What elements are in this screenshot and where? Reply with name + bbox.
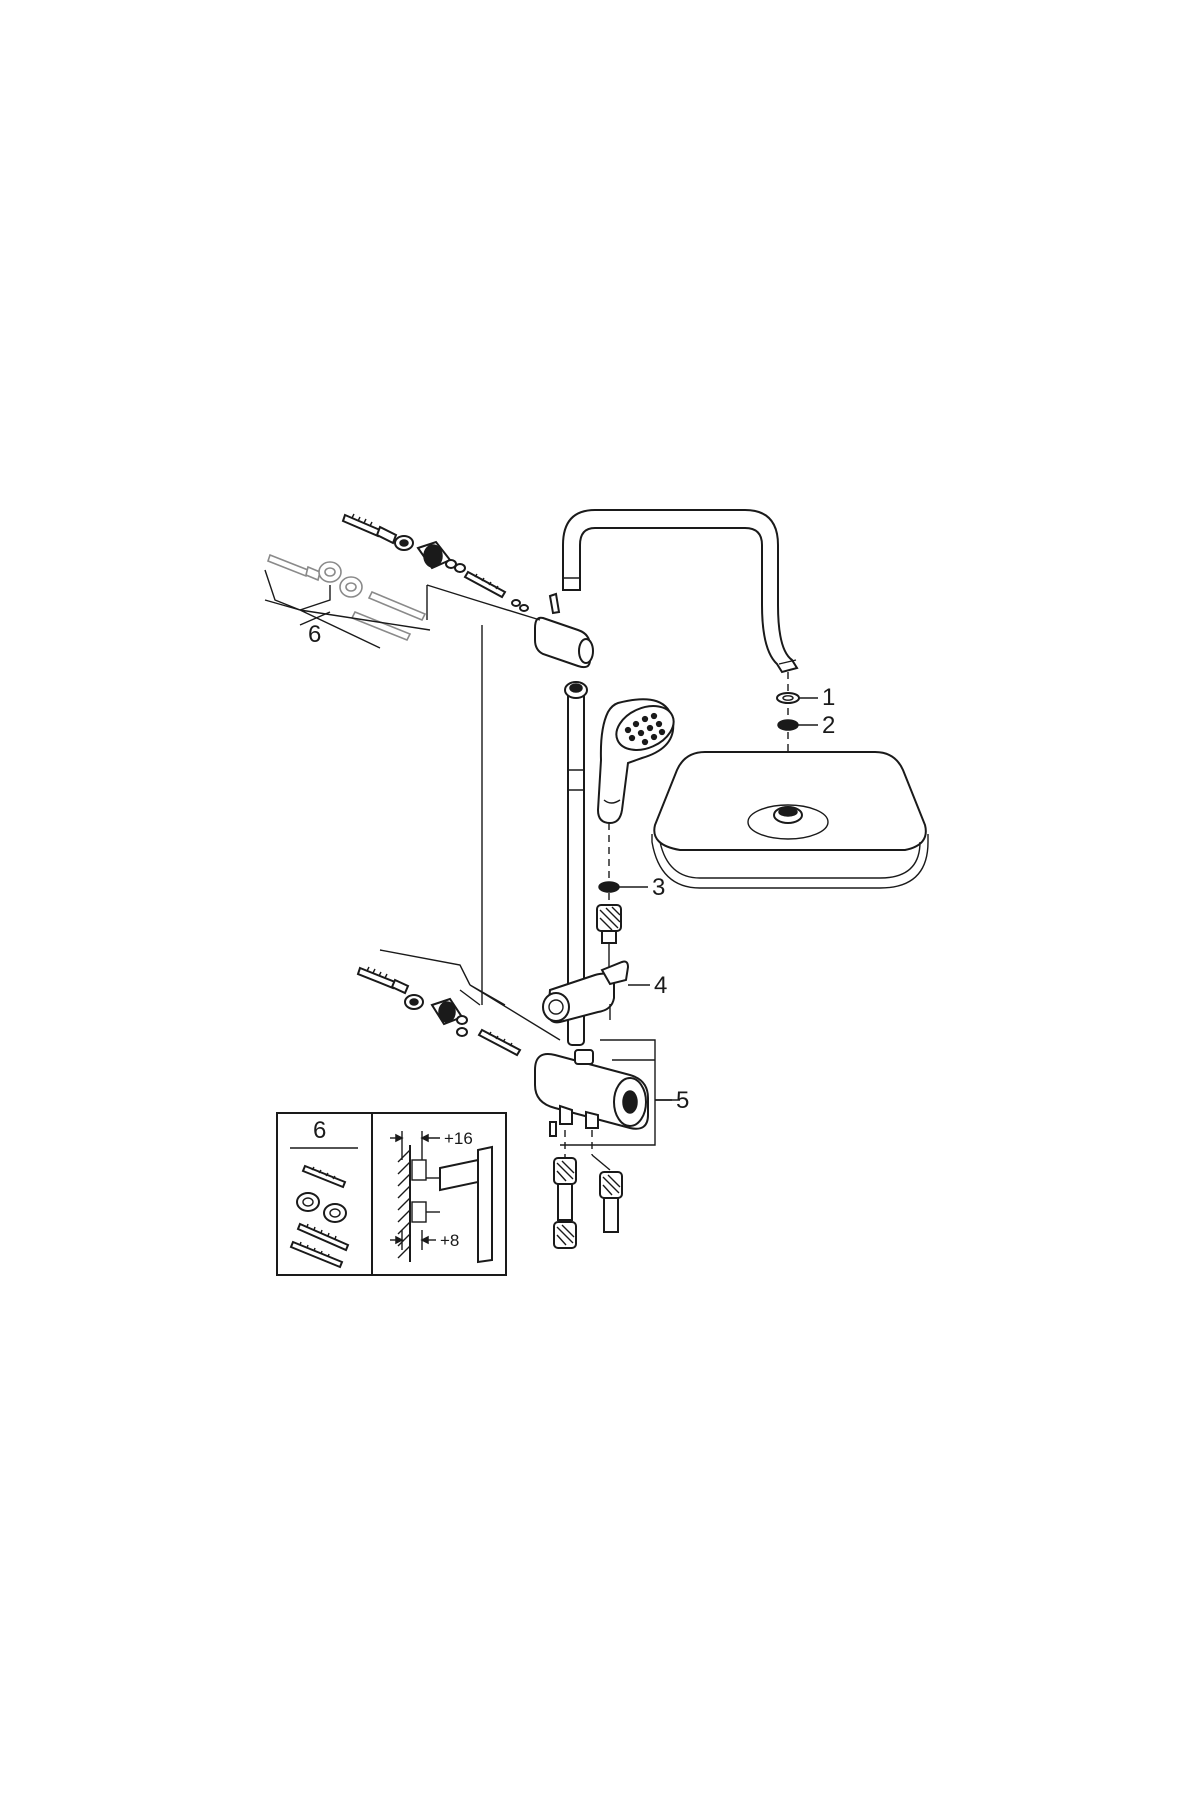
inset-wall-section — [397, 1145, 493, 1264]
spray-nozzles — [624, 712, 666, 746]
seal-ring-part — [777, 719, 799, 731]
callout-2: 2 — [822, 712, 835, 739]
leader-upper-bracket — [426, 584, 541, 621]
inset-detail-box: 6 — [276, 1112, 507, 1276]
callouts: 1 2 3 4 5 6 — [299, 611, 835, 1114]
washer-part — [776, 692, 800, 704]
hand-shower — [596, 698, 675, 825]
hose-nut-upper — [596, 904, 622, 944]
inset-dimensions — [390, 1131, 440, 1250]
lower-connection-hoses — [553, 1130, 623, 1249]
inset-kit-label: 6 — [313, 1117, 326, 1144]
inset-kit-parts — [289, 1164, 350, 1269]
wall-fixing-kit-exploded — [264, 553, 431, 649]
sliding-rail — [564, 681, 588, 1046]
callout-6: 6 — [308, 621, 321, 648]
callout-3: 3 — [652, 874, 665, 901]
dimension-upper: +16 — [444, 1129, 473, 1148]
callout-5: 5 — [676, 1087, 689, 1114]
callout-1: 1 — [822, 684, 835, 711]
callout-4: 4 — [654, 972, 667, 999]
dimension-lower: +8 — [440, 1231, 459, 1250]
hose-seal-part — [598, 881, 620, 893]
upper-bracket-hardware — [341, 513, 594, 669]
lower-bracket-hardware — [356, 949, 561, 1057]
head-shower — [651, 751, 929, 889]
hand-shower-holder-part — [542, 960, 630, 1024]
thermostat-part — [534, 1049, 649, 1137]
shower-arm — [562, 509, 799, 674]
